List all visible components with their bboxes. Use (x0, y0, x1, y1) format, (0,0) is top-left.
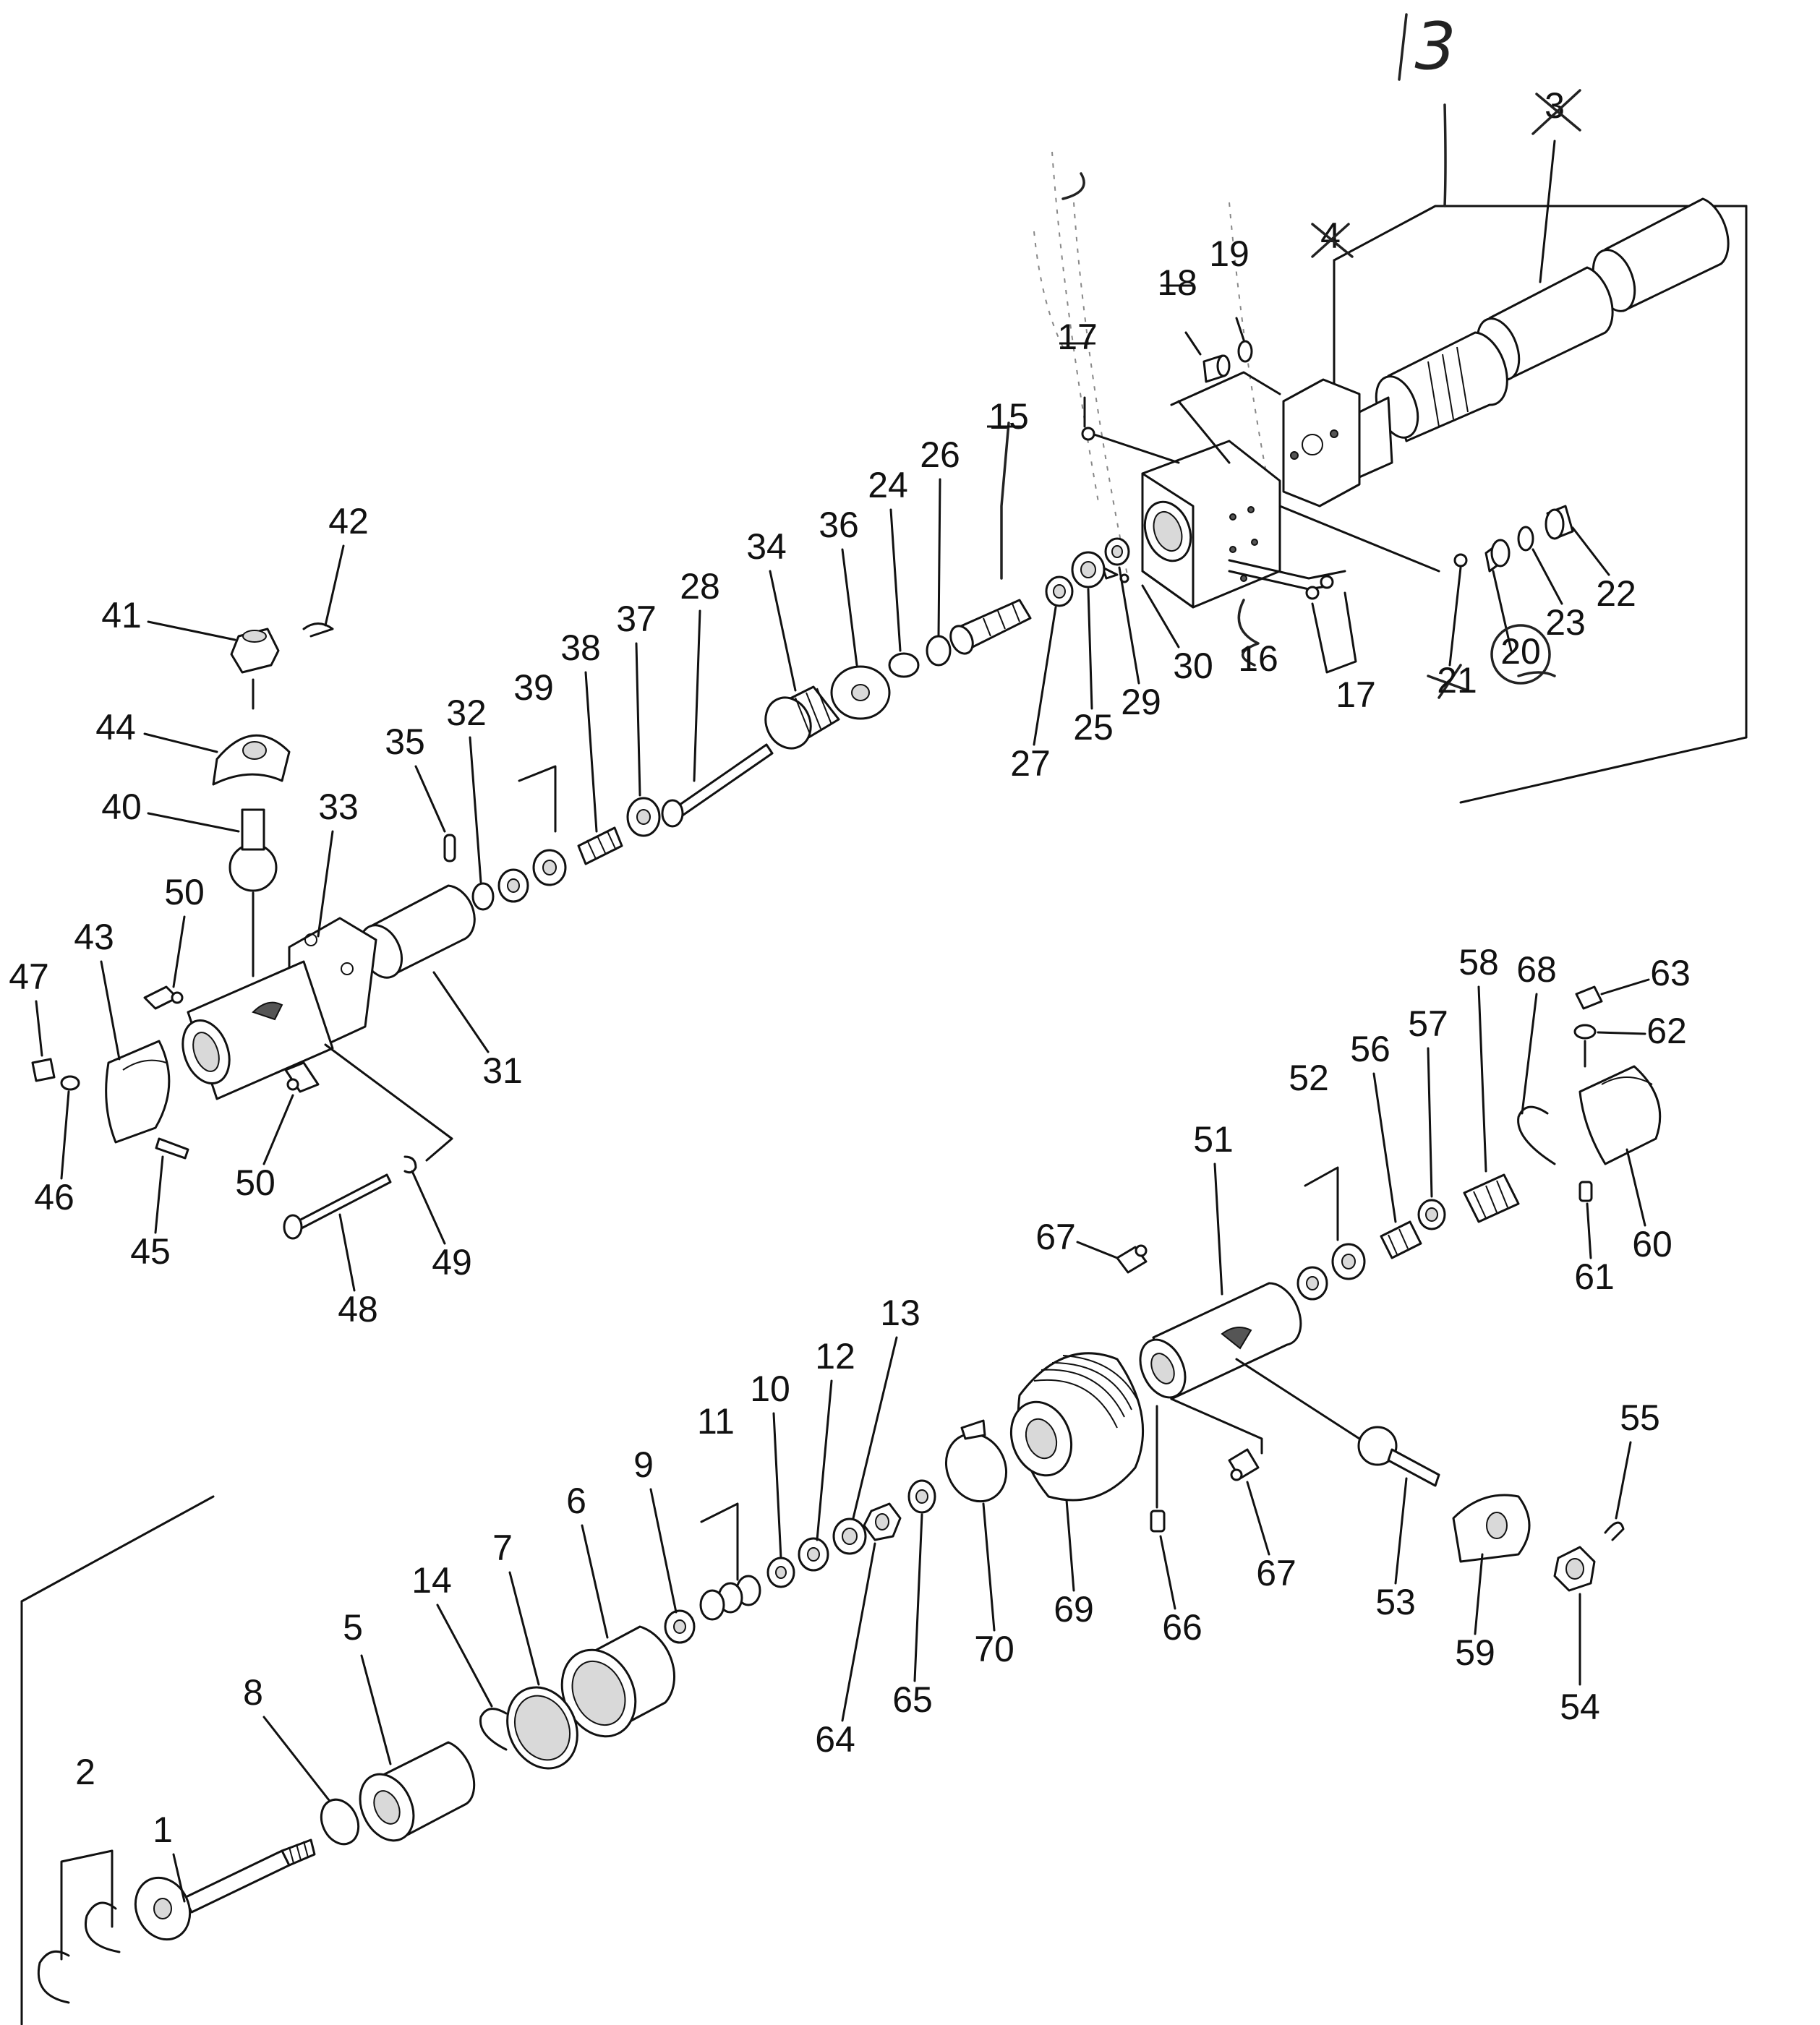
label-part-31: 31 (482, 1050, 523, 1091)
label-part-67-top: 67 (1035, 1217, 1076, 1257)
label-part-14: 14 (411, 1560, 452, 1601)
label-part-6: 6 (566, 1481, 586, 1521)
label-part-70: 70 (974, 1629, 1014, 1669)
handwritten-marks: 3 3 4 (987, 9, 1581, 699)
label-part-69: 69 (1054, 1589, 1094, 1630)
label-part-64: 64 (815, 1719, 855, 1760)
label-part-25: 25 (1073, 707, 1114, 748)
label-part-68: 68 (1516, 949, 1557, 990)
label-part-9: 9 (633, 1444, 654, 1485)
label-part-48: 48 (338, 1289, 378, 1330)
label-part-35: 35 (385, 722, 425, 762)
label-part-50-bottom: 50 (235, 1163, 275, 1203)
label-part-39: 39 (513, 667, 554, 708)
label-part-26: 26 (920, 434, 960, 475)
label-part-27: 27 (1010, 743, 1051, 784)
label-part-29: 29 (1121, 682, 1161, 722)
part-labels: 1 2 5 6 7 8 9 10 11 12 13 14 15 16 17 17… (9, 234, 1691, 1903)
label-part-41: 41 (101, 595, 142, 635)
label-part-45: 45 (130, 1231, 171, 1272)
label-part-28: 28 (680, 566, 720, 607)
label-part-11: 11 (697, 1401, 735, 1442)
label-part-38: 38 (560, 628, 601, 668)
upper-shaft-parts (31, 537, 1130, 1240)
label-part-57: 57 (1408, 1003, 1448, 1044)
label-part-10: 10 (750, 1369, 790, 1409)
label-part-66: 66 (1162, 1607, 1202, 1648)
label-part-24: 24 (868, 465, 908, 505)
label-part-65: 65 (892, 1679, 933, 1720)
label-part-55: 55 (1620, 1397, 1660, 1438)
label-part-17-top: 17 (1057, 317, 1098, 357)
label-part-58: 58 (1458, 942, 1499, 982)
label-part-19: 19 (1209, 234, 1249, 274)
label-part-42: 42 (328, 501, 369, 541)
top-small-parts (1000, 317, 1253, 580)
label-part-16: 16 (1238, 638, 1278, 679)
label-part-21: 21 (1437, 660, 1477, 701)
sheet-mark: 3 (1414, 9, 1456, 85)
valve-body-assembly (1090, 197, 1730, 609)
label-part-61: 61 (1574, 1256, 1615, 1297)
label-part-2: 2 (75, 1752, 95, 1792)
label-part-32: 32 (446, 693, 487, 733)
label-part-15: 15 (988, 396, 1029, 437)
label-part-37: 37 (616, 599, 657, 639)
label-part-63: 63 (1650, 953, 1691, 993)
label-part-53: 53 (1375, 1582, 1416, 1622)
label-part-54: 54 (1560, 1687, 1600, 1727)
label-part-5: 5 (343, 1607, 363, 1648)
label-part-13: 13 (880, 1293, 920, 1333)
label-part-22: 22 (1596, 573, 1636, 614)
label-part-20: 20 (1500, 631, 1541, 672)
lower-left-assembly (37, 1352, 1145, 2004)
label-part-62: 62 (1646, 1011, 1687, 1051)
label-part-59: 59 (1455, 1632, 1495, 1673)
label-part-18: 18 (1157, 262, 1197, 303)
label-part-12: 12 (815, 1336, 855, 1377)
label-part-7: 7 (492, 1528, 513, 1568)
label-part-33: 33 (318, 787, 359, 827)
label-part-56: 56 (1350, 1029, 1390, 1069)
top-mark-4: 4 (1320, 215, 1341, 256)
label-part-1: 1 (153, 1810, 173, 1850)
label-part-23: 23 (1545, 602, 1586, 643)
label-part-51: 51 (1193, 1119, 1234, 1160)
label-part-17-bottom: 17 (1336, 675, 1376, 715)
label-part-43: 43 (74, 917, 114, 957)
frame-lines (20, 103, 1748, 2025)
label-part-8: 8 (243, 1672, 263, 1713)
label-part-30: 30 (1173, 646, 1213, 686)
label-part-67-bottom: 67 (1256, 1553, 1296, 1593)
label-part-49: 49 (432, 1242, 472, 1283)
lower-right-assembly (1116, 985, 1662, 1686)
label-part-47: 47 (9, 956, 49, 997)
label-part-46: 46 (34, 1177, 74, 1217)
label-part-36: 36 (819, 505, 859, 545)
label-part-34: 34 (746, 526, 787, 567)
sketch-marks (1033, 151, 1273, 579)
label-part-52: 52 (1289, 1058, 1329, 1098)
label-part-50-top: 50 (164, 872, 205, 912)
label-part-60: 60 (1632, 1224, 1672, 1264)
label-part-40: 40 (101, 787, 142, 827)
label-part-44: 44 (95, 707, 136, 748)
fittings-20-23 (1101, 505, 1574, 685)
